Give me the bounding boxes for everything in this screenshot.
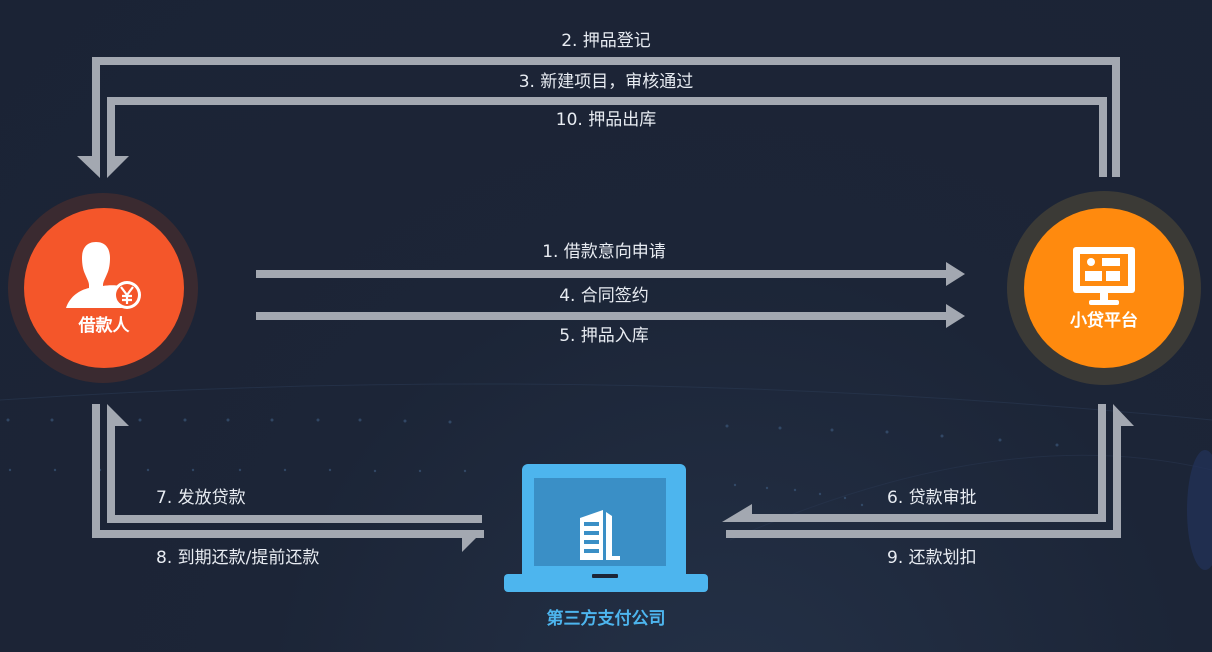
arrow-bottom-right-outer (726, 404, 1134, 538)
arrow-bottom-left-outer (92, 404, 484, 552)
monitor-dashboard-icon (1073, 247, 1135, 305)
platform-node: 小贷平台 (1007, 191, 1201, 385)
platform-label: 小贷平台 (1070, 311, 1138, 331)
flow-label-step3: 3. 新建项目，审核通过 (518, 72, 694, 92)
platform-circle: 小贷平台 (1024, 208, 1184, 368)
flow-label-step7: 7. 发放贷款 (156, 488, 246, 508)
arrow-bottom-left-inner (107, 404, 482, 523)
flow-label-step6: 6. 贷款审批 (887, 488, 977, 508)
flow-label-step4: 4. 合同签约 (559, 286, 649, 306)
borrower-label: 借款人 (78, 316, 130, 336)
flow-label-step2: 2. 押品登记 (561, 31, 651, 51)
flow-label-step8: 8. 到期还款/提前还款 (156, 548, 320, 568)
borrower-node: 借款人 (8, 193, 198, 383)
arrow-middle-1 (256, 262, 965, 286)
arrow-top-outer (77, 57, 1120, 178)
payment-company-label: 第三方支付公司 (546, 609, 666, 629)
flow-label-step5: 5. 押品入库 (559, 326, 649, 346)
arrow-bottom-right-inner (722, 404, 1106, 522)
flow-label-step10: 10. 押品出库 (555, 110, 657, 130)
flow-label-step9: 9. 还款划扣 (887, 548, 977, 568)
person-yuan-icon (66, 242, 141, 309)
arrow-top-inner (107, 97, 1107, 178)
flow-label-step1: 1. 借款意向申请 (542, 242, 666, 262)
laptop-building-icon (504, 464, 708, 592)
borrower-circle: 借款人 (24, 208, 184, 368)
arrow-middle-2 (256, 304, 965, 328)
